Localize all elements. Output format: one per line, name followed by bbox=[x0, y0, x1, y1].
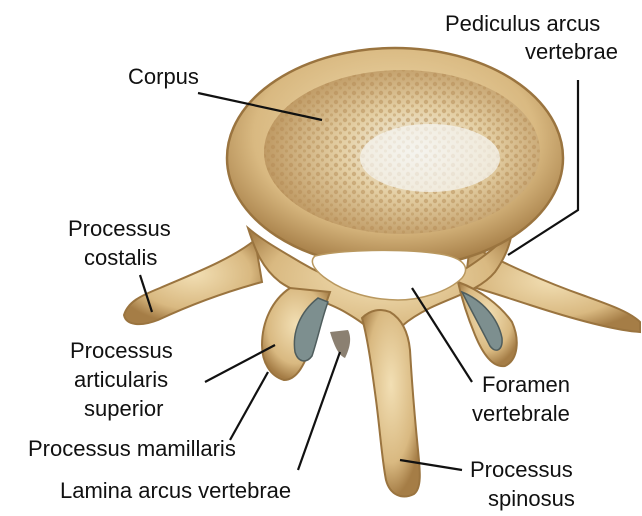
label-foramen-line1: Foramen bbox=[482, 372, 570, 397]
leader-lamina bbox=[298, 352, 340, 470]
vertebral-body-center bbox=[360, 124, 500, 192]
label-articularis-line3: superior bbox=[84, 396, 163, 421]
label-foramen-line2: vertebrale bbox=[472, 401, 570, 426]
label-pediculus-line1: Pediculus arcus bbox=[445, 11, 600, 36]
label-spinosus-line1: Processus bbox=[470, 457, 573, 482]
label-mamillaris: Processus mamillaris bbox=[28, 436, 236, 461]
label-costalis-line2: costalis bbox=[84, 245, 157, 270]
label-pediculus-line2: vertebrae bbox=[525, 39, 618, 64]
spinous-process bbox=[362, 310, 420, 496]
label-costalis-line1: Processus bbox=[68, 216, 171, 241]
leader-mamillaris bbox=[230, 372, 268, 440]
label-lamina: Lamina arcus vertebrae bbox=[60, 478, 291, 503]
label-spinosus-line2: spinosus bbox=[488, 486, 575, 511]
vertebra-illustration bbox=[124, 48, 640, 496]
label-corpus: Corpus bbox=[128, 64, 199, 89]
label-articularis-line2: articularis bbox=[74, 367, 168, 392]
label-articularis-line1: Processus bbox=[70, 338, 173, 363]
